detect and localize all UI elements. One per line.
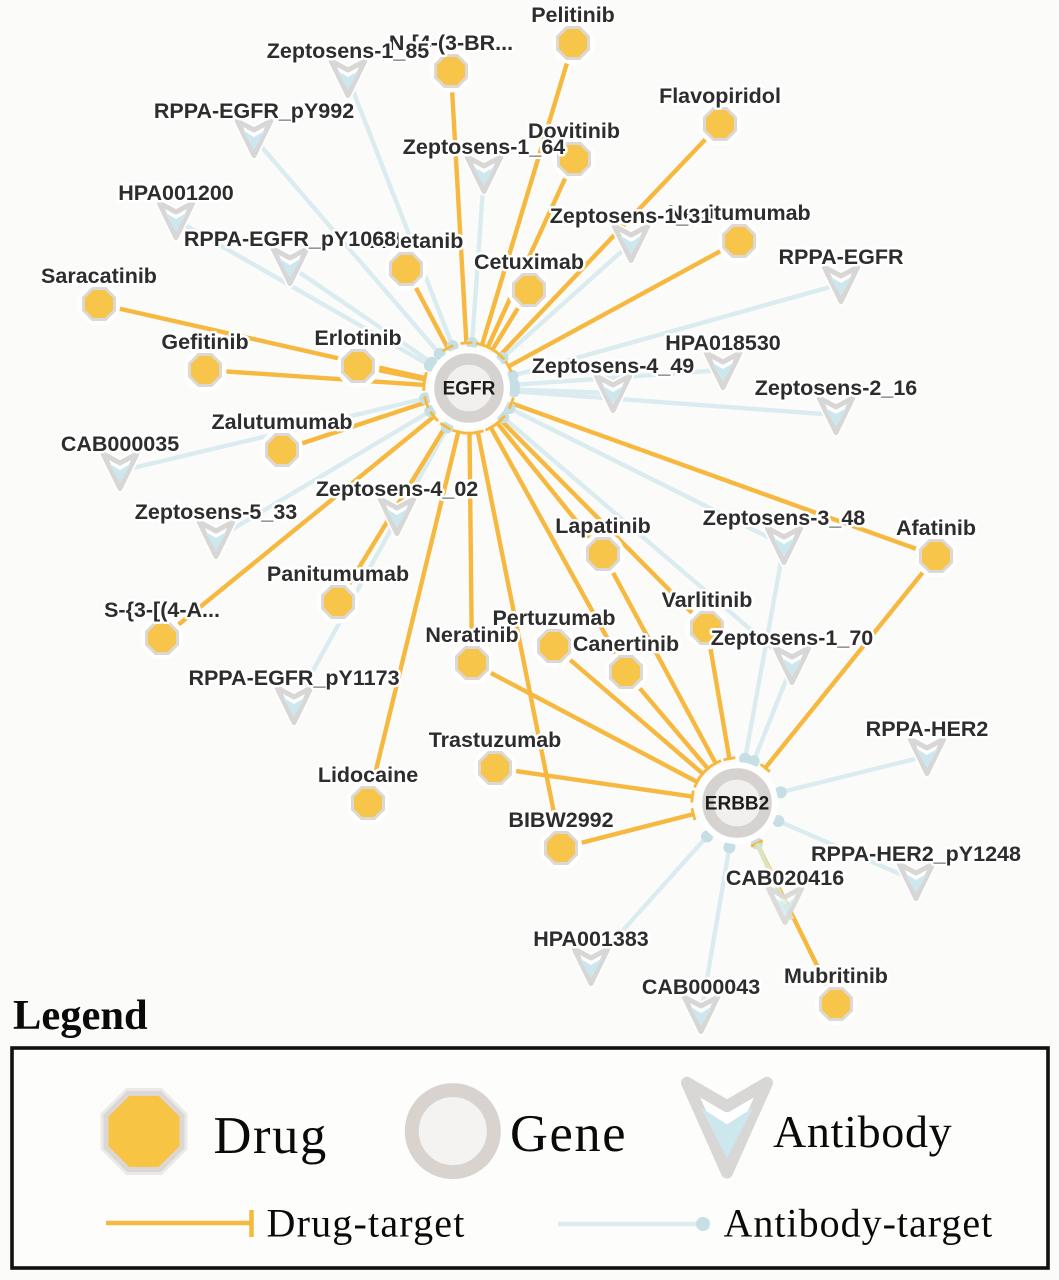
svg-text:Cetuximab: Cetuximab bbox=[474, 250, 584, 274]
svg-text:Pelitinib: Pelitinib bbox=[531, 3, 615, 27]
svg-text:Flavopiridol: Flavopiridol bbox=[659, 84, 781, 108]
svg-text:Zeptosens-1_64: Zeptosens-1_64 bbox=[403, 135, 566, 159]
svg-text:RPPA-EGFR_pY992: RPPA-EGFR_pY992 bbox=[154, 99, 354, 123]
svg-text:Zeptosens-4_49: Zeptosens-4_49 bbox=[532, 354, 695, 378]
svg-text:Varlitinib: Varlitinib bbox=[662, 588, 753, 612]
svg-text:ERBB2: ERBB2 bbox=[705, 794, 769, 815]
svg-text:RPPA-EGFR: RPPA-EGFR bbox=[778, 245, 903, 269]
svg-text:Zeptosens-1_31: Zeptosens-1_31 bbox=[550, 204, 713, 228]
svg-text:CAB020416: CAB020416 bbox=[726, 866, 844, 890]
svg-text:Mubritinib: Mubritinib bbox=[784, 964, 888, 988]
svg-text:HPA001200: HPA001200 bbox=[118, 181, 234, 205]
svg-text:Negitumumab: Negitumumab bbox=[667, 201, 810, 225]
svg-text:RPPA-HER2_pY1248: RPPA-HER2_pY1248 bbox=[811, 842, 1021, 866]
svg-text:Erlotinib: Erlotinib bbox=[314, 326, 401, 350]
svg-text:Trastuzumab: Trastuzumab bbox=[429, 728, 562, 752]
svg-text:Afatinib: Afatinib bbox=[896, 516, 976, 540]
svg-text:HPA018530: HPA018530 bbox=[665, 331, 781, 355]
svg-text:Drug: Drug bbox=[214, 1107, 328, 1165]
svg-text:HPA001383: HPA001383 bbox=[533, 927, 649, 951]
svg-text:CAB000035: CAB000035 bbox=[61, 432, 179, 456]
svg-text:Panitumumab: Panitumumab bbox=[267, 562, 409, 586]
svg-text:Drug-target: Drug-target bbox=[267, 1201, 466, 1246]
svg-text:Lidocaine: Lidocaine bbox=[318, 763, 418, 787]
svg-text:Gene: Gene bbox=[510, 1105, 627, 1163]
svg-text:Zeptosens-3_48: Zeptosens-3_48 bbox=[703, 506, 866, 530]
svg-text:Gefitinib: Gefitinib bbox=[161, 330, 248, 354]
svg-text:N-[4-(3-BR...: N-[4-(3-BR... bbox=[389, 31, 513, 55]
svg-text:EGFR: EGFR bbox=[443, 379, 496, 400]
svg-text:Antibody: Antibody bbox=[773, 1106, 952, 1157]
svg-text:Legend: Legend bbox=[13, 992, 148, 1039]
svg-text:Canertinib: Canertinib bbox=[573, 632, 679, 656]
svg-text:Dovitinib: Dovitinib bbox=[528, 119, 620, 143]
svg-text:Zeptosens-4_02: Zeptosens-4_02 bbox=[316, 477, 479, 501]
svg-text:Pertuzumab: Pertuzumab bbox=[492, 606, 615, 630]
svg-text:Zeptosens-5_33: Zeptosens-5_33 bbox=[135, 500, 298, 524]
svg-text:Zeptosens-2_16: Zeptosens-2_16 bbox=[755, 376, 918, 400]
svg-text:Zeptosens-1_70: Zeptosens-1_70 bbox=[711, 626, 874, 650]
svg-text:Neratinib: Neratinib bbox=[425, 623, 518, 647]
svg-text:Zalutumumab: Zalutumumab bbox=[212, 410, 353, 434]
svg-text:RPPA-HER2: RPPA-HER2 bbox=[866, 717, 989, 741]
svg-text:BIBW2992: BIBW2992 bbox=[508, 808, 613, 832]
svg-text:Saracatinib: Saracatinib bbox=[41, 264, 157, 288]
svg-text:S-{3-[(4-A...: S-{3-[(4-A... bbox=[104, 598, 220, 622]
svg-text:RPPA-EGFR_pY1068: RPPA-EGFR_pY1068 bbox=[184, 227, 396, 251]
svg-text:Vandetanib: Vandetanib bbox=[349, 229, 464, 253]
svg-text:Zeptosens-1_85: Zeptosens-1_85 bbox=[267, 39, 430, 63]
svg-text:Lapatinib: Lapatinib bbox=[555, 514, 651, 538]
svg-text:Antibody-target: Antibody-target bbox=[724, 1201, 994, 1246]
svg-text:RPPA-EGFR_pY1173: RPPA-EGFR_pY1173 bbox=[188, 666, 399, 690]
svg-text:CAB000043: CAB000043 bbox=[642, 975, 760, 999]
